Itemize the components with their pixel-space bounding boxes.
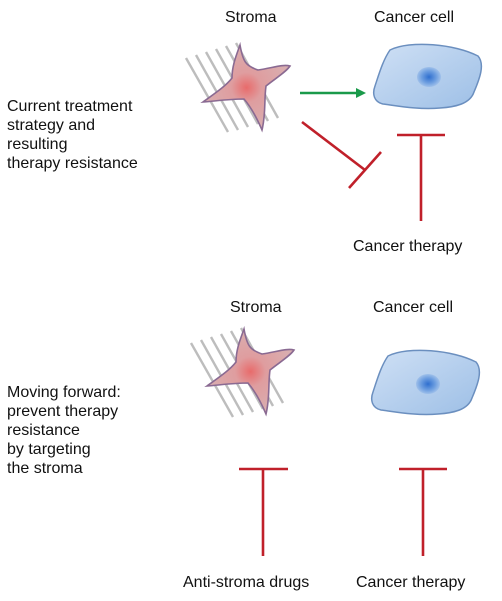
stroma-cell-bottom <box>204 325 296 417</box>
activation-arrow <box>300 88 366 98</box>
bottom-cancer-therapy-label: Cancer therapy <box>356 574 466 591</box>
top-description-line: strategy and <box>7 117 96 134</box>
bottom-description-line: by targeting <box>7 441 91 458</box>
stroma-cell-top <box>200 41 292 133</box>
top-cancer-therapy-label: Cancer therapy <box>353 238 463 255</box>
top-description-line: resulting <box>7 136 68 153</box>
therapy-inhibits-cancer-bottom <box>399 467 447 556</box>
therapy-inhibits-cancer-top <box>397 133 445 221</box>
bottom-description-line: prevent therapy <box>7 403 119 420</box>
cancer-nucleus-bottom <box>416 374 440 394</box>
stroma-inhibits-therapy-bar <box>301 120 382 189</box>
anti-stroma-inhibits-stroma <box>239 467 288 556</box>
top-description-line: therapy resistance <box>7 155 138 172</box>
bottom-description-line: resistance <box>7 422 80 439</box>
anti-stroma-drugs-label: Anti-stroma drugs <box>183 574 310 591</box>
bottom-cancer-cell-label: Cancer cell <box>373 299 454 316</box>
top-description-line: Current treatment <box>7 98 133 115</box>
bottom-description: Moving forward: prevent therapy resistan… <box>7 383 121 478</box>
cancer-nucleus-top <box>417 67 441 87</box>
bottom-description-line: the stroma <box>7 460 83 477</box>
top-cancer-cell-label: Cancer cell <box>374 9 455 26</box>
top-description: Current treatment strategy and resulting… <box>7 97 138 173</box>
top-stroma-label: Stroma <box>225 9 277 26</box>
bottom-description-line: Moving forward: <box>7 384 121 401</box>
bottom-stroma-label: Stroma <box>230 299 282 316</box>
